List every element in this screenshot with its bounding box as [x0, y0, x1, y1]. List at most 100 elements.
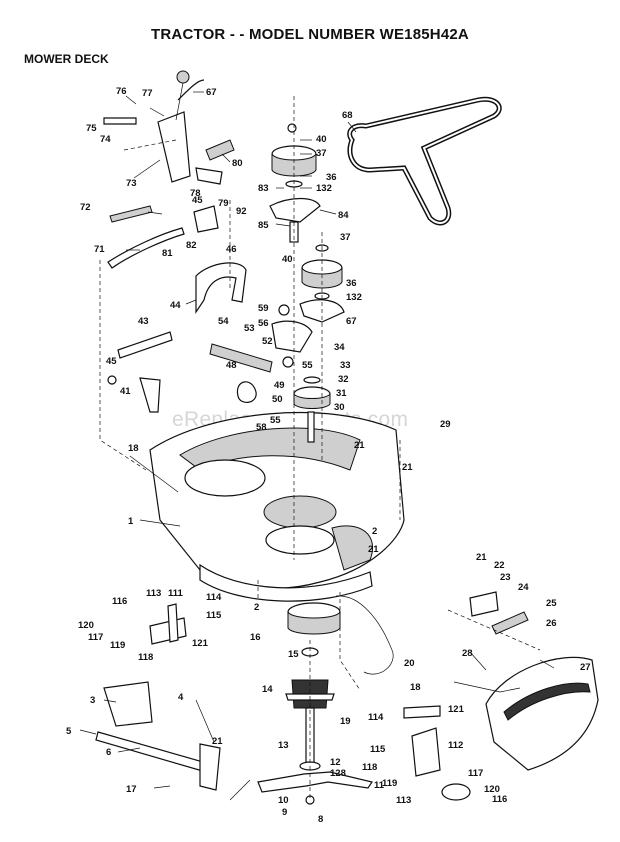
label-84: 84: [338, 210, 349, 221]
front-bracket-4: [95, 681, 221, 791]
label-36b: 36: [346, 278, 357, 289]
label-116a: 116: [492, 794, 507, 805]
label-12: 12: [330, 757, 341, 768]
deck-support-44: [195, 262, 247, 314]
label-120a: 120: [484, 784, 500, 795]
label-53: 54: [218, 316, 229, 327]
label-18b: 19: [340, 716, 351, 727]
label-119a: 119: [382, 778, 397, 789]
label-79: 79: [218, 198, 229, 209]
label-18a: 18: [410, 682, 421, 693]
label-49: 49: [274, 380, 285, 391]
label-80: 80: [232, 158, 243, 169]
label-114b: 114: [206, 592, 222, 603]
label-75: 75: [86, 123, 97, 134]
label-118b: 118: [138, 652, 153, 663]
label-116b: 116: [112, 596, 127, 607]
label-117a: 117: [468, 768, 483, 779]
label-40a: 40: [316, 134, 327, 145]
label-21a: 21: [354, 440, 365, 451]
label-2a: 2: [372, 526, 377, 537]
label-26: 26: [546, 618, 557, 629]
label-40b: 40: [282, 254, 293, 265]
label-45a: 45: [192, 195, 203, 206]
bracket-111: [149, 603, 187, 645]
label-117b: 117: [88, 632, 103, 643]
section-title: MOWER DECK: [24, 52, 109, 66]
label-46: 46: [226, 244, 237, 255]
label-118a: 118: [362, 762, 377, 773]
label-113a: 113: [396, 795, 411, 806]
label-3: 3: [90, 695, 95, 706]
label-51: 52: [262, 336, 273, 347]
label-11: 11: [374, 780, 385, 791]
label-34: 34: [334, 342, 345, 353]
label-41: 41: [120, 386, 131, 397]
bracket-112: [403, 705, 471, 801]
label-36a: 36: [326, 172, 337, 183]
label-21e: 21: [212, 736, 223, 747]
label-81: 81: [162, 248, 173, 259]
label-132b: 132: [346, 292, 362, 303]
label-6: 6: [106, 747, 111, 758]
label-55a: 56: [258, 318, 269, 329]
label-31: 31: [336, 388, 347, 399]
label-56: 59: [258, 303, 269, 314]
label-72: 72: [80, 202, 91, 213]
pulley-stack-lower: [293, 376, 331, 443]
discharge-chute-27: [485, 656, 599, 771]
label-59: 67: [346, 316, 357, 327]
label-85: 85: [258, 220, 269, 231]
label-82: 82: [186, 240, 197, 251]
label-74: 74: [100, 134, 111, 145]
label-121b: 121: [192, 638, 209, 649]
label-9: 9: [282, 807, 287, 818]
baffle-rod-20: [335, 595, 394, 675]
label-27: 27: [580, 662, 591, 673]
label-20: 20: [404, 658, 415, 669]
label-111: 111: [168, 588, 184, 599]
label-22: 22: [494, 560, 505, 571]
label-24: 24: [518, 582, 529, 593]
label-8: 8: [318, 814, 323, 825]
label-119b: 119: [110, 640, 125, 651]
chute-bracket-23: [469, 591, 499, 617]
label-30: 30: [334, 402, 345, 413]
label-112: 112: [448, 740, 463, 751]
linkage-43: [107, 331, 173, 413]
label-115b: 115: [206, 610, 222, 621]
label-55b: 55: [270, 415, 281, 426]
idler-assembly-53: [209, 304, 313, 403]
label-58: 58: [256, 422, 267, 433]
label-1: 1: [128, 516, 134, 527]
label-128: 128: [330, 768, 346, 779]
label-33: 33: [340, 360, 351, 371]
label-13: 13: [278, 740, 289, 751]
label-10: 10: [278, 795, 289, 806]
label-54: 55: [302, 360, 313, 371]
label-132a: 132: [316, 183, 332, 194]
label-32: 32: [338, 374, 349, 385]
label-50: 50: [272, 394, 283, 405]
label-48: 48: [226, 360, 237, 371]
label-17: 18: [128, 443, 139, 454]
label-71: 71: [94, 244, 105, 255]
label-25: 25: [546, 598, 557, 609]
label-121a: 121: [448, 704, 465, 715]
assembly-lines: [99, 96, 541, 800]
rod-29: [453, 681, 521, 693]
label-45b: 45: [106, 356, 117, 367]
leader-lines: [79, 91, 555, 801]
spindle-assembly-14: [285, 602, 341, 771]
label-16: 16: [250, 632, 261, 643]
blade-11: [257, 771, 373, 793]
label-113b: 113: [146, 588, 161, 599]
label-76: 76: [116, 86, 127, 97]
label-115a: 115: [370, 744, 386, 755]
lift-bracket-73: [103, 70, 235, 269]
label-77: 77: [142, 88, 153, 99]
label-14: 14: [262, 684, 273, 695]
label-92: 92: [236, 206, 247, 217]
label-44: 44: [170, 300, 181, 311]
